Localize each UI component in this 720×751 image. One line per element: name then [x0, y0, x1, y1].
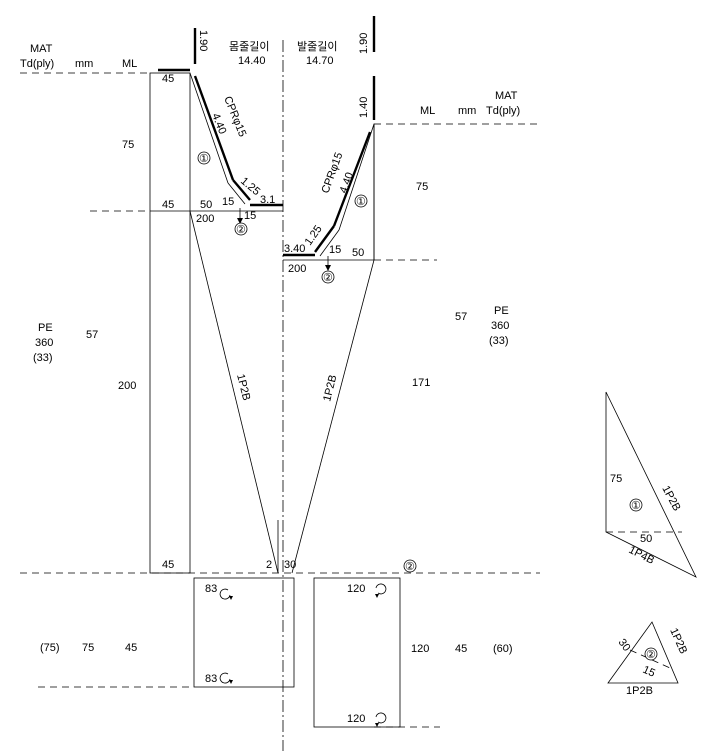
left-ml-bottom: 45 [125, 642, 137, 654]
right-cpr-rope-bend [314, 225, 335, 253]
bottom-circ-2: ② [405, 561, 415, 573]
codend-left-box [193, 577, 295, 688]
right-dim-200: 200 [288, 263, 306, 275]
left-mat-33: (33) [33, 352, 53, 364]
left-ply-bottom: (75) [40, 642, 60, 654]
right-arrow-icon [325, 265, 331, 271]
right-td-label: Td(ply) [486, 105, 520, 117]
left-bias-label: 1P2B [234, 373, 252, 402]
right-marker-2 [321, 270, 335, 284]
left-dim-15b: 15 [244, 210, 256, 222]
right-mat-label: MAT [495, 90, 518, 102]
right-ml-label: ML [420, 105, 435, 117]
detail-2-side-left: 30 [616, 637, 633, 654]
right-mm-bottom: 45 [455, 643, 467, 655]
left-ml-label: ML [122, 58, 137, 70]
rotate-icon-right-bottom [375, 712, 387, 727]
foot-rope-length: 14.70 [306, 55, 334, 67]
left-dim-31: 3.1 [260, 194, 275, 206]
left-mm-bottom: 75 [82, 642, 94, 654]
detail-1-circ: ① [631, 500, 641, 512]
detail-triangle-1 [605, 391, 697, 578]
right-ply-bottom: (60) [493, 643, 513, 655]
left-cpr-rope-bend [232, 179, 251, 201]
rotate-icon-left-top [219, 588, 233, 600]
left-circ-1: ① [199, 153, 209, 165]
codend-left-top: 83 [205, 583, 217, 595]
right-mm-label: mm [458, 105, 476, 117]
left-bottom-30: 30 [284, 559, 296, 571]
right-mat-360: 360 [491, 320, 509, 332]
bottom-marker-2 [403, 559, 417, 573]
left-cpr-rope [193, 75, 235, 181]
left-marker-1 [197, 151, 211, 165]
right-bias-line [291, 259, 375, 574]
left-mat-label: MAT [30, 43, 53, 55]
right-circ-2: ② [323, 272, 333, 284]
left-mat-pe: PE [38, 322, 53, 334]
left-mm-label: mm [75, 58, 93, 70]
detail-2-circ: ② [646, 649, 656, 661]
body-rope-header: 몸줄길이 [229, 40, 269, 53]
left-td-label: Td(ply) [20, 58, 54, 70]
right-mat-33: (33) [489, 335, 509, 347]
left-ml-lower-2: 45 [162, 559, 174, 571]
right-ml-upper: 75 [416, 181, 428, 193]
left-marker-2 [234, 222, 248, 236]
rotate-icon-right-top [375, 583, 387, 598]
detail-1-bottom: 1P4B [627, 544, 656, 567]
detail-2-inner: 15 [641, 664, 657, 680]
left-dim-125: 1.25 [238, 175, 262, 198]
right-marker-1 [354, 194, 368, 208]
rotate-icon-left-bottom [219, 672, 233, 684]
detail-1-marker [629, 498, 643, 512]
detail-2-side-right: 1P2B [667, 626, 689, 655]
left-mat-360: 360 [35, 337, 53, 349]
right-mat-pe: PE [494, 305, 509, 317]
right-edge-upper [338, 123, 375, 231]
codend-right-top: 120 [347, 583, 365, 595]
left-edge-upper [189, 72, 229, 184]
codend-left-bottom: 83 [205, 673, 217, 685]
foot-rope-header: 발줄길이 [297, 40, 337, 53]
left-dim-15a: 15 [222, 196, 234, 208]
left-bottom-2: 2 [266, 559, 272, 571]
right-ml-bottom: 120 [411, 643, 429, 655]
left-edge-bend [227, 182, 246, 205]
detail-triangle-2 [607, 621, 679, 684]
detail-2-marker [644, 647, 658, 661]
left-selvedge-strip [149, 72, 191, 574]
detail-2-inner-line [629, 649, 671, 669]
left-ml-upper-1: 45 [162, 73, 174, 85]
left-arrow-icon [237, 218, 243, 224]
left-ml-upper-3: 45 [162, 199, 174, 211]
codend-right-box [313, 577, 401, 728]
right-circ-1: ① [356, 196, 366, 208]
left-dim-50: 50 [200, 199, 212, 211]
left-top-dim: 1.90 [197, 30, 209, 51]
right-mm-57: 57 [455, 311, 467, 323]
left-ml-lower-1: 200 [118, 380, 136, 392]
body-rope-length: 14.40 [238, 55, 266, 67]
codend-right-bottom: 120 [347, 713, 365, 725]
detail-1-side: 75 [610, 473, 622, 485]
left-circ-2: ② [236, 224, 246, 236]
detail-2-bottom: 1P2B [626, 685, 653, 697]
right-cpr-rope [332, 131, 372, 227]
right-rope-len: 4.40 [338, 171, 357, 195]
right-top-dim-2: 1.40 [358, 97, 370, 118]
left-bias-line [189, 210, 279, 574]
right-dim-340: 3.40 [284, 243, 305, 255]
left-dim-200: 200 [196, 213, 214, 225]
right-ml-lower: 171 [412, 377, 430, 389]
detail-1-base: 50 [640, 533, 652, 545]
right-edge-bend [319, 229, 340, 257]
right-bias-label: 1P2B [321, 374, 339, 403]
left-ml-upper-2: 75 [122, 139, 134, 151]
right-dim-50: 50 [352, 247, 364, 259]
right-dim-15: 15 [329, 244, 341, 256]
left-mm-57: 57 [86, 329, 98, 341]
right-top-dim-1: 1.90 [358, 33, 370, 54]
